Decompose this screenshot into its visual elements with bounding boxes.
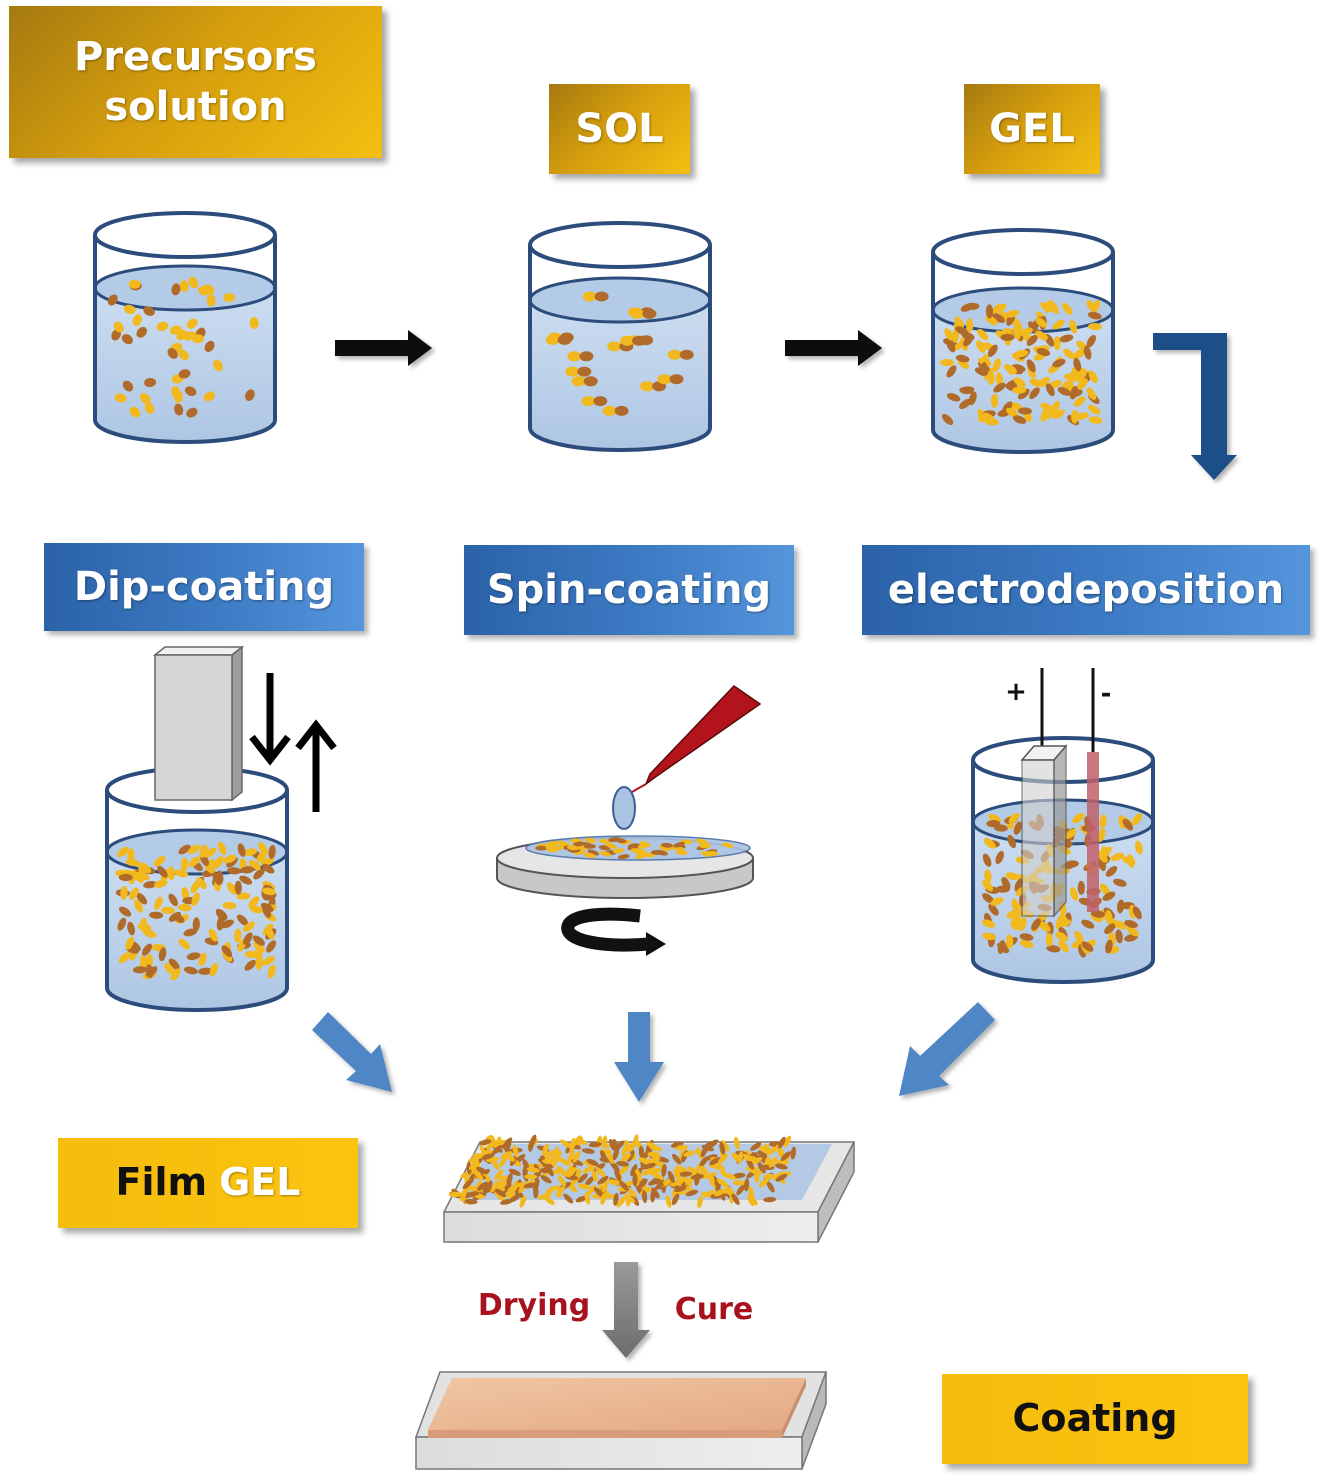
film-gel-label: Film GEL [58, 1138, 358, 1228]
gel-label-text: GEL [989, 106, 1075, 152]
gel-beaker [931, 228, 1115, 454]
cure-label-text: Cure [674, 1292, 754, 1328]
drop [612, 786, 636, 830]
spin-coating-label-text: Spin-coating [486, 567, 772, 613]
arrow-precursors-to-sol [335, 330, 432, 366]
sol-beaker [528, 221, 712, 452]
electrodeposition-label: electrodeposition [862, 545, 1310, 635]
film-word: Film [115, 1160, 208, 1205]
coating-label: Coating [942, 1374, 1248, 1464]
gel-label: GEL [964, 84, 1100, 174]
plus-sign: + [1005, 677, 1027, 707]
dip-coating-beaker [105, 766, 289, 1012]
arrow-sol-to-gel [785, 330, 882, 366]
drying-arrow [602, 1262, 650, 1358]
dip-coating-label: Dip-coating [44, 543, 364, 631]
precursors-label-line1: Precursors [74, 34, 317, 80]
precursors-label-line2: solution [104, 84, 287, 130]
spin-coating-disk [496, 835, 754, 899]
arrow-electro-to-film [899, 1002, 995, 1096]
dip-coating-label-text: Dip-coating [73, 564, 335, 610]
drying-label-text: Drying [477, 1288, 591, 1324]
drying-label: Drying [474, 1284, 594, 1328]
arrow-dip-to-film [312, 1012, 392, 1092]
spin-coating-label: Spin-coating [464, 545, 794, 635]
rotation-arrow-icon [561, 907, 666, 956]
coating-label-text: Coating [1012, 1396, 1178, 1441]
sol-label-text: SOL [575, 106, 664, 152]
dip-down-arrow [249, 673, 291, 766]
minus-sign: - [1101, 679, 1112, 709]
cure-label: Cure [668, 1288, 760, 1332]
arrow-spin-to-film [614, 1012, 664, 1102]
pipette-icon [631, 685, 762, 793]
arrow-gel-to-methods [1153, 333, 1237, 480]
sol-label: SOL [549, 84, 690, 174]
precursors-beaker [93, 211, 277, 444]
dip-up-arrow [295, 719, 337, 812]
coated-substrate [414, 1371, 828, 1470]
electrodeposition-label-text: electrodeposition [887, 567, 1285, 613]
precursors-solution-label: Precursors solution [9, 6, 382, 158]
electrodes [1020, 668, 1099, 919]
film-gel-word: GEL [219, 1160, 301, 1205]
dip-plate [152, 645, 245, 802]
film-substrate [442, 1134, 856, 1243]
electrodeposition-beaker [971, 736, 1155, 984]
